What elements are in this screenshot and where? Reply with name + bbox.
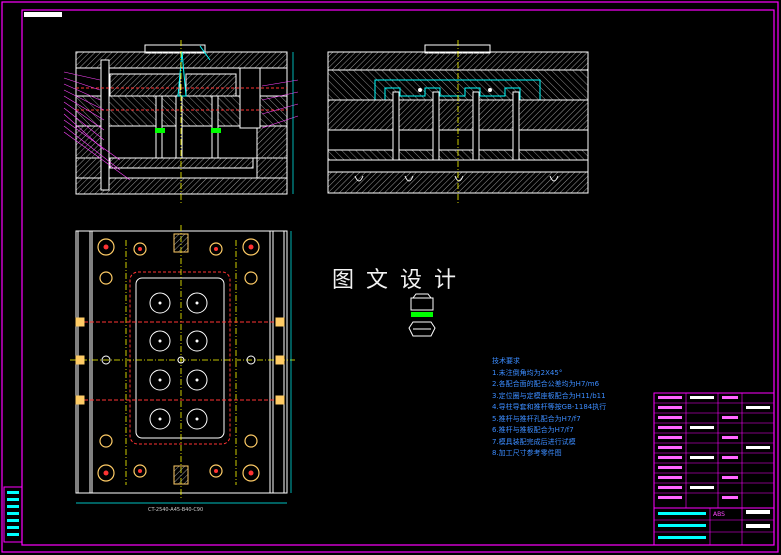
note-item: 5.推杆与推杆孔配合为H7/f7: [492, 414, 581, 423]
side-section-view: [327, 40, 589, 205]
front-section-view: [63, 40, 299, 205]
watermark-text: 图文设计: [332, 268, 469, 293]
note-item: 2.各配合面的配合公差均为H7/m6: [492, 380, 600, 388]
note-item: 4.导柱导套和推杆等按GB-1184执行: [492, 403, 607, 411]
note-item: 7.模具装配完成后进行试模: [492, 437, 576, 446]
technical-notes: 技术要求 1.未注倒角均为2X45° 2.各配合面的配合公差均为H7/m6 3.…: [492, 356, 606, 460]
dimension-text: CT-2540-A45-B40-C90: [148, 507, 204, 513]
plan-view: [70, 225, 295, 504]
note-item: 3.定位圈与定模座板配合为H11/b11: [492, 391, 606, 400]
title-block: [653, 392, 775, 546]
notes-title: 技术要求: [492, 357, 520, 365]
revision-strip: [3, 486, 23, 543]
note-item: 6.推杆与推板配合为H7/f7: [492, 426, 574, 434]
note-item: 1.未注倒角均为2X45°: [492, 368, 563, 377]
part-sketch: [408, 293, 436, 337]
material-label: ABS: [713, 511, 725, 518]
note-item: 8.加工尺寸参考零件图: [492, 449, 562, 457]
